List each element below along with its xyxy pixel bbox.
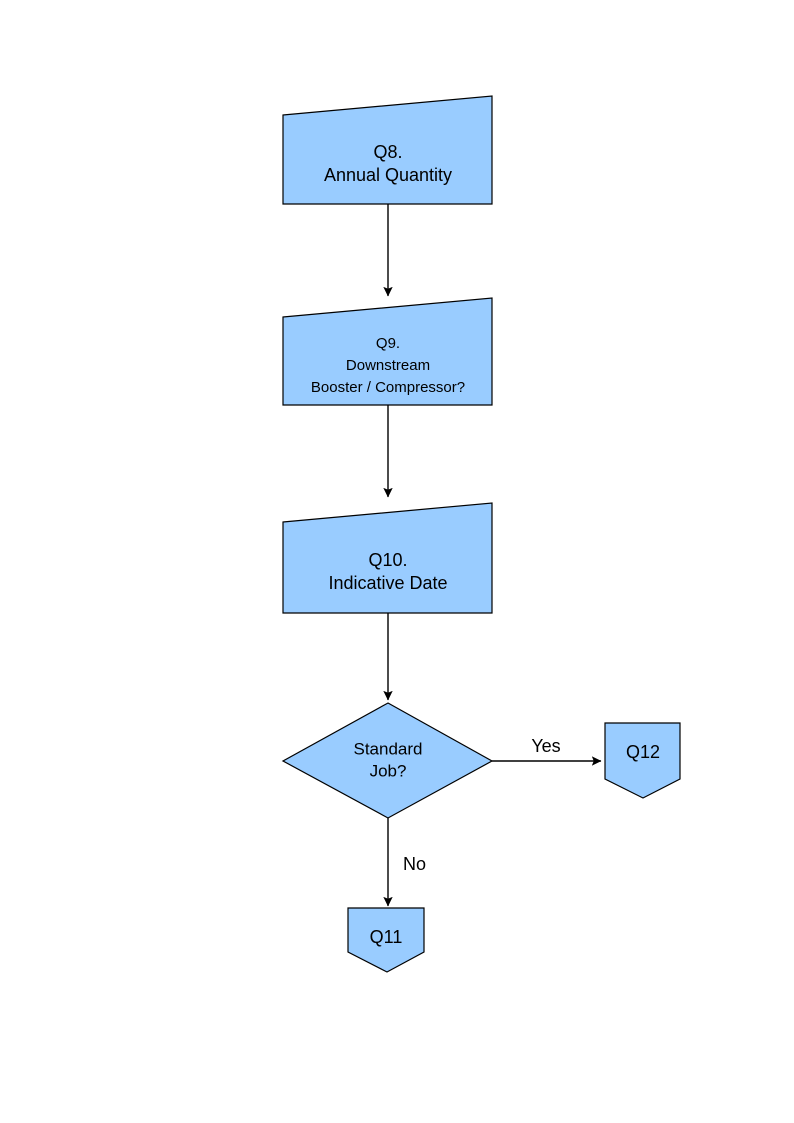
q9-label-line1: Q9.: [376, 335, 400, 352]
q9-label-line2: Downstream: [346, 357, 430, 374]
q8-label-line1: Q8.: [373, 142, 402, 162]
q10-shape: [282, 502, 493, 614]
q11-shape: [347, 907, 425, 973]
decision-label-line2: Job?: [370, 761, 407, 780]
node-q11[interactable]: Q11: [347, 907, 425, 973]
q11-label: Q11: [370, 927, 403, 947]
node-decision-standard-job[interactable]: Standard Job?: [281, 702, 494, 819]
q10-label-line1: Q10.: [368, 550, 407, 570]
decision-label-line1: Standard: [354, 739, 423, 758]
q12-label: Q12: [626, 742, 660, 762]
q9-label-line3: Booster / Compressor?: [311, 379, 465, 396]
q8-shape: [282, 95, 493, 205]
node-q8[interactable]: Q8. Annual Quantity: [282, 95, 493, 205]
q10-label-line2: Indicative Date: [328, 573, 447, 593]
q12-shape: [604, 722, 681, 799]
q8-label-line2: Annual Quantity: [324, 165, 452, 185]
q9-shape: [282, 297, 493, 406]
edge-decision-to-q11: No: [383, 818, 426, 907]
node-q10[interactable]: Q10. Indicative Date: [282, 502, 493, 614]
node-q12[interactable]: Q12: [604, 722, 681, 799]
node-q9[interactable]: Q9. Downstream Booster / Compressor?: [282, 297, 493, 406]
edge-label-no: No: [403, 854, 426, 874]
edge-label-yes: Yes: [531, 736, 560, 756]
edge-decision-to-q12: Yes: [492, 736, 602, 766]
